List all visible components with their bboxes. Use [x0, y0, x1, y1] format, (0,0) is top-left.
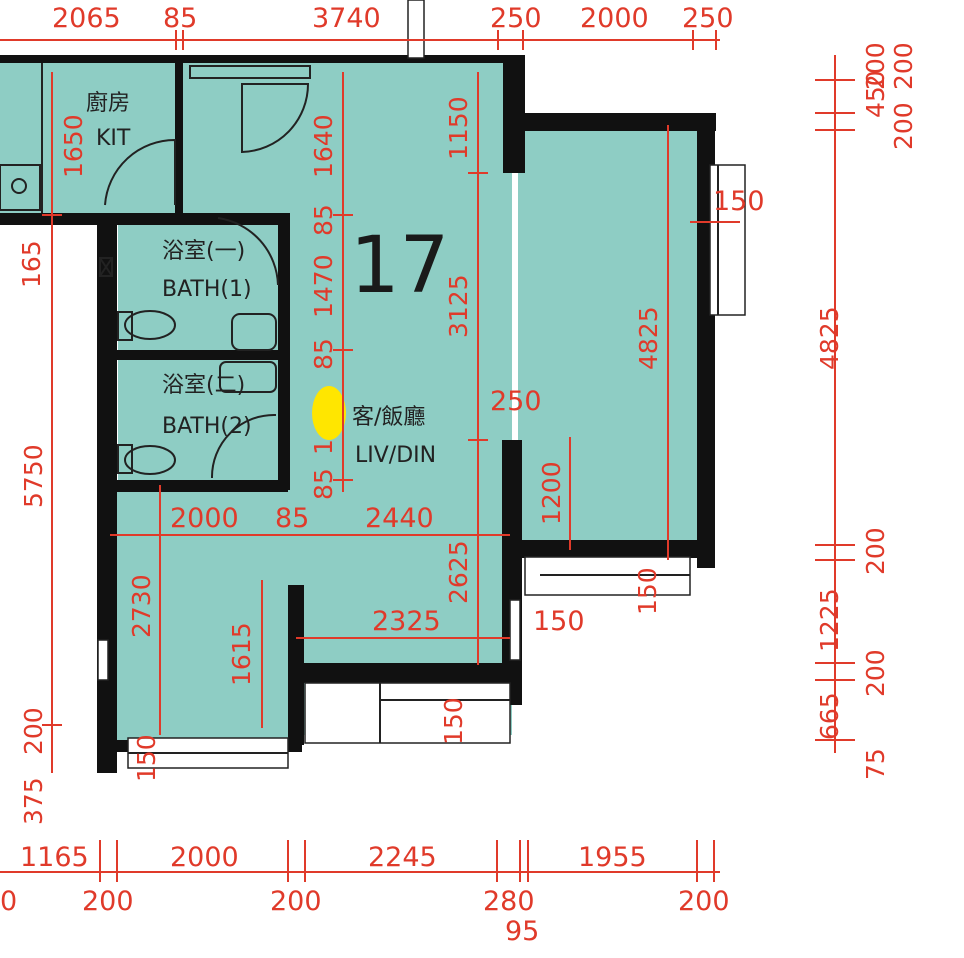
- dim-left-200: 200: [19, 707, 48, 755]
- dim-kitchen-1650: 1650: [59, 114, 88, 178]
- dim-bottom-1955: 1955: [578, 842, 647, 873]
- bath1-label-zh: 浴室(一): [162, 239, 245, 264]
- dim-150-right-v: 150: [633, 567, 662, 615]
- kitchen-fittings: [0, 0, 425, 213]
- dim-left-375: 375: [19, 777, 48, 825]
- dim-right-200c: 200: [861, 42, 890, 90]
- dim-top-3740: 3740: [312, 3, 381, 34]
- right-room-area: [518, 125, 703, 550]
- lower-left-area: [112, 490, 302, 740]
- living-label-en: LIV/DIN: [355, 443, 436, 468]
- dim-right-665: 665: [815, 692, 844, 740]
- wall-right-room-top: [518, 113, 716, 131]
- wall-bottom-mid: [300, 663, 520, 683]
- wall-bath-right: [278, 215, 290, 490]
- wall-kitchen-right: [175, 60, 183, 215]
- highlight-mark: [312, 386, 346, 440]
- dim-top-250b: 250: [682, 3, 734, 34]
- wall-bath-bottom: [112, 480, 288, 492]
- dim-150-right: 150: [533, 606, 585, 637]
- dim-col-85c: 85: [309, 468, 338, 500]
- dim-left-5750: 5750: [19, 444, 48, 508]
- dim-top-250a: 250: [490, 3, 542, 34]
- bath2-area: [118, 360, 288, 485]
- dim-top-2065: 2065: [52, 3, 121, 34]
- dim-col-1: 1: [309, 439, 338, 455]
- wall-bath-mid: [117, 350, 288, 360]
- dim-right-450: 450: [861, 70, 890, 118]
- dim-col-1640: 1640: [309, 114, 338, 178]
- dim-bottom-2000: 2000: [170, 842, 239, 873]
- dim-right-1225: 1225: [815, 588, 844, 652]
- bath-fixtures: [99, 217, 279, 479]
- dim-250-mid: 250: [490, 386, 542, 417]
- dim-2730: 2730: [127, 574, 156, 638]
- dim-top-85: 85: [163, 3, 197, 34]
- dim-col-85a: 85: [309, 204, 338, 236]
- dim-right-200b: 200: [889, 102, 918, 150]
- dim-2625: 2625: [444, 540, 473, 604]
- dim-right-75: 75: [861, 748, 890, 780]
- dim-bottom2-200a: 200: [82, 886, 134, 917]
- dim-bottom-1165: 1165: [20, 842, 89, 873]
- dim-col-1470: 1470: [309, 254, 338, 318]
- dim-right-200e: 200: [861, 649, 890, 697]
- dim-right-200a: 200: [889, 42, 918, 90]
- wall-top: [0, 55, 525, 63]
- wall-right-lower: [518, 540, 713, 558]
- dim-1150: 1150: [444, 96, 473, 160]
- wall-kitchen-bottom: [0, 213, 290, 225]
- dim-150-bath: 150: [132, 734, 161, 782]
- dim-h-2325: 2325: [372, 606, 441, 637]
- wall-left-bath: [97, 213, 117, 773]
- dim-bottom2-200b: 200: [270, 886, 322, 917]
- dim-bottom2-0: 0: [0, 886, 17, 917]
- dim-col-85b: 85: [309, 338, 338, 370]
- dim-right-4825: 4825: [815, 306, 844, 370]
- bath2-label-en: BATH(2): [162, 414, 252, 439]
- dim-4825-room: 4825: [634, 306, 663, 370]
- wall-top-right: [503, 55, 525, 173]
- dimension-lines: [0, 30, 855, 882]
- unit-number: 17: [350, 221, 449, 311]
- windows: [97, 164, 746, 769]
- dim-bottom3-95: 95: [505, 916, 539, 947]
- bath1-label-en: BATH(1): [162, 277, 252, 302]
- dim-h-2440: 2440: [365, 503, 434, 534]
- bath2-label-zh: 浴室(二): [162, 373, 245, 398]
- kitchen-label-en: KIT: [96, 126, 131, 151]
- bath1-area: [118, 225, 288, 350]
- walls: [0, 55, 716, 773]
- living-label-zh: 客/飯廳: [352, 405, 425, 430]
- dim-bottom2-200c: 200: [678, 886, 730, 917]
- kitchen-label-zh: 廚房: [86, 91, 130, 116]
- dim-right-200d: 200: [861, 527, 890, 575]
- dim-1200: 1200: [537, 461, 566, 525]
- dim-3125: 3125: [444, 274, 473, 338]
- dim-h-2000: 2000: [170, 503, 239, 534]
- dim-top-2000: 2000: [580, 3, 649, 34]
- kitchen-area: [0, 60, 182, 215]
- dim-150-window: 150: [713, 186, 765, 217]
- dim-h-85: 85: [275, 503, 309, 534]
- dim-left-165: 165: [17, 240, 46, 288]
- dim-bottom2-280: 280: [483, 886, 535, 917]
- room-fills: [0, 60, 703, 740]
- dim-1615: 1615: [227, 622, 256, 686]
- wall-lower-partition: [288, 585, 304, 745]
- dim-bottom-2245: 2245: [368, 842, 437, 873]
- dim-150-mid: 150: [439, 697, 468, 745]
